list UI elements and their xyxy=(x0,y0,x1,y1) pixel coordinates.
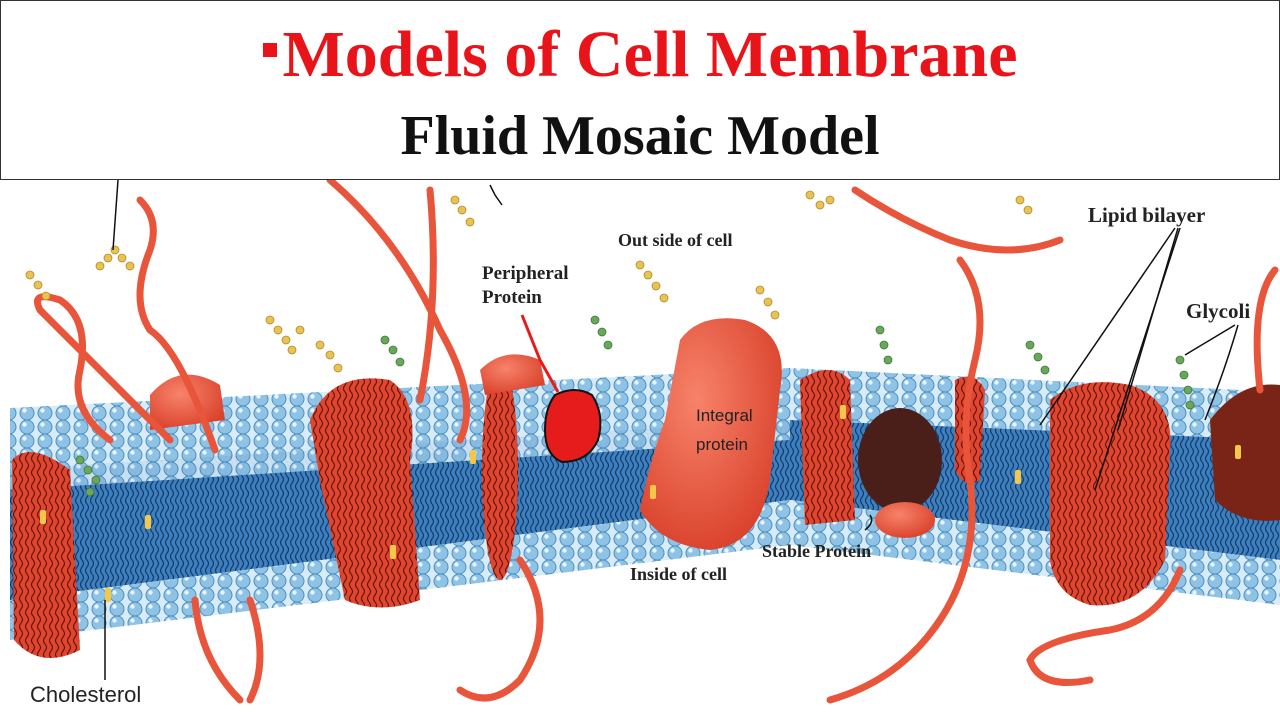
protein-far-right xyxy=(1210,384,1280,521)
integral-protein xyxy=(640,318,782,550)
label-outside-cell: Out side of cell xyxy=(618,230,733,250)
label-stable-protein: Stable Protein xyxy=(762,541,871,561)
bullet-square-icon xyxy=(262,43,277,57)
label-integral-1: Integral xyxy=(696,406,753,425)
label-cholesterol: Cholesterol xyxy=(30,682,141,707)
stable-protein-dark xyxy=(858,408,942,512)
proteins xyxy=(12,318,1280,658)
page-subtitle: Fluid Mosaic Model xyxy=(400,105,880,167)
label-inside-cell: Inside of cell xyxy=(630,564,727,584)
page-title-text: Models of Cell Membrane xyxy=(282,18,1018,91)
label-peripheral-2: Protein xyxy=(482,287,542,308)
cholesterol-molecules xyxy=(40,405,1241,602)
stable-protein-base xyxy=(875,502,935,538)
protein-right-1 xyxy=(800,370,855,525)
protein-right-big xyxy=(1050,382,1171,606)
label-glycolipid: Glycoli xyxy=(1186,299,1250,323)
peripheral-protein-marker xyxy=(520,314,602,464)
protein-strands xyxy=(34,176,1279,704)
label-lipid-bilayer: Lipid bilayer xyxy=(1088,203,1205,227)
protein-left-top xyxy=(150,374,225,430)
protein-left-edge xyxy=(12,452,80,658)
label-peripheral-1: Peripheral xyxy=(482,263,569,284)
protein-helix xyxy=(482,360,518,580)
leader-lines xyxy=(104,179,1239,680)
page-title: Models of Cell Membrane xyxy=(1,15,1279,95)
title-box: Models of Cell Membrane Fluid Mosaic Mod… xyxy=(0,0,1280,180)
protein-helix-right xyxy=(955,376,985,484)
glycan-chains xyxy=(25,190,1195,497)
label-integral-2: protein xyxy=(696,435,748,454)
protein-small-top xyxy=(480,354,545,395)
bottom-head-layer xyxy=(10,500,1280,640)
